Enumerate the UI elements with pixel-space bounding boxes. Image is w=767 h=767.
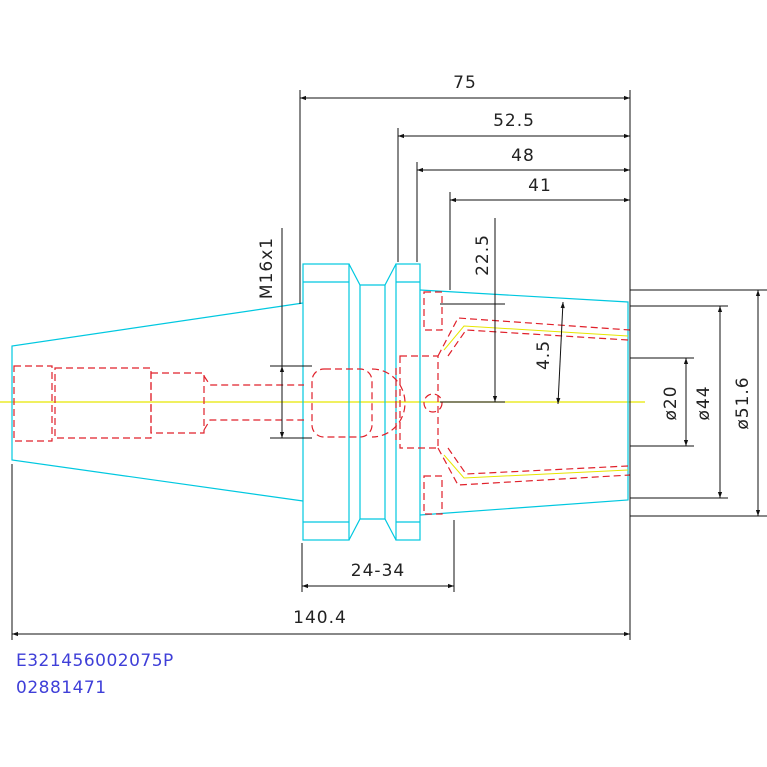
holder-outline: [11, 263, 629, 541]
dim-75: 75: [453, 73, 477, 93]
catalog-number: 02881471: [16, 678, 107, 698]
dim-dia44: ø44: [694, 385, 714, 420]
dim-41: 41: [528, 176, 552, 196]
dim-24-34: 24-34: [351, 561, 405, 581]
part-number: E321456002075P: [16, 651, 174, 671]
dim-140-4: 140.4: [293, 608, 347, 628]
hidden-lines: [13, 291, 631, 515]
dim-48: 48: [511, 146, 535, 166]
dim-dia20: ø20: [661, 385, 681, 420]
dim-4-5: 4.5: [534, 340, 554, 370]
dim-thread-m16x1: M16x1: [257, 237, 277, 299]
dim-52-5: 52.5: [493, 111, 535, 131]
collet-cone: [443, 325, 629, 479]
dim-dia51-6: ø51.6: [733, 376, 753, 429]
dimension-lines: [11, 90, 767, 640]
dim-22-5: 22.5: [473, 234, 493, 276]
